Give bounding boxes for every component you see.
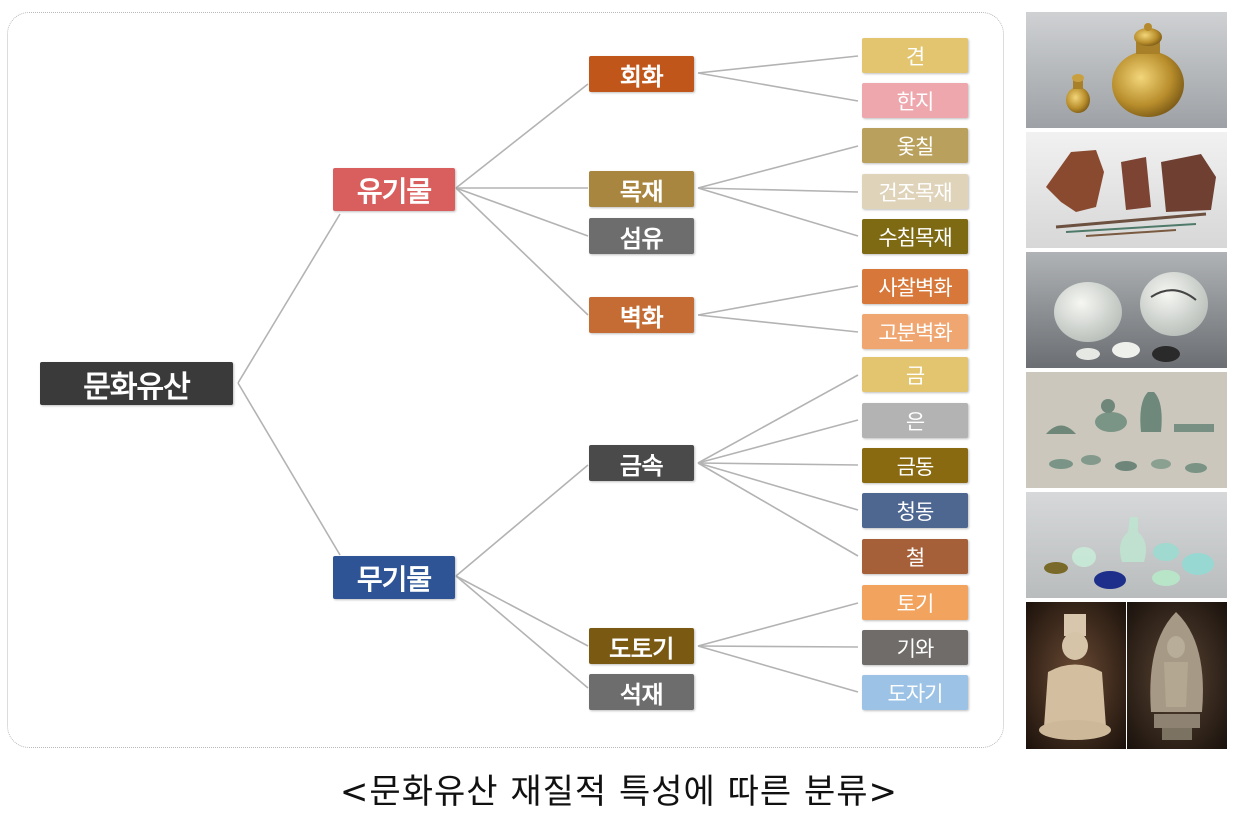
node-dry-wood: 건조목재 bbox=[862, 174, 968, 209]
node-wet-wood: 수침목재 bbox=[862, 219, 968, 254]
link-mural-temple bbox=[697, 285, 859, 316]
node-metal: 금속 bbox=[589, 445, 694, 481]
link-inorganic-ceramics bbox=[455, 575, 589, 647]
connector-lines bbox=[237, 55, 859, 693]
stone-buddha-photo bbox=[1026, 602, 1227, 749]
link-metal-iron bbox=[697, 462, 859, 557]
link-painting-silk bbox=[697, 55, 859, 74]
link-mural-tomb bbox=[697, 314, 859, 333]
celadon-photo bbox=[1026, 372, 1227, 488]
link-inorganic-metal bbox=[455, 464, 589, 577]
node-silk: 견 bbox=[862, 38, 968, 73]
link-organic-painting bbox=[455, 83, 589, 189]
link-metal-silver bbox=[697, 419, 859, 464]
node-organic: 유기물 bbox=[333, 168, 455, 211]
white-porcelain-photo bbox=[1026, 252, 1227, 368]
node-porcelain: 도자기 bbox=[862, 675, 968, 710]
node-mural: 벽화 bbox=[589, 297, 694, 333]
glass-vessels-photo bbox=[1026, 492, 1227, 598]
node-stone: 석재 bbox=[589, 674, 694, 710]
gilt-jars-photo bbox=[1026, 12, 1227, 128]
node-wood: 목재 bbox=[589, 171, 694, 207]
link-wood-drywood bbox=[697, 187, 859, 193]
node-inorganic: 무기물 bbox=[333, 556, 455, 599]
link-organic-mural bbox=[455, 187, 589, 316]
link-inorganic-stone bbox=[455, 575, 589, 689]
link-wood-lacquer bbox=[697, 145, 859, 189]
artifact-photo-strip bbox=[1026, 12, 1227, 749]
node-silver: 은 bbox=[862, 403, 968, 438]
node-roof-tile: 기와 bbox=[862, 630, 968, 665]
node-ceramics: 도토기 bbox=[589, 628, 694, 664]
link-ceramics-earthenware bbox=[697, 602, 859, 647]
node-gold: 금 bbox=[862, 357, 968, 392]
node-cultural-heritage: 문화유산 bbox=[40, 362, 233, 405]
link-organic-fiber bbox=[455, 187, 589, 237]
node-earthenware: 토기 bbox=[862, 585, 968, 620]
link-root-organic bbox=[237, 213, 341, 384]
node-lacquer: 옻칠 bbox=[862, 128, 968, 163]
link-root-inorganic bbox=[237, 382, 341, 556]
node-fiber: 섬유 bbox=[589, 218, 694, 254]
node-temple-mural: 사찰벽화 bbox=[862, 269, 968, 304]
link-ceramics-rooftile bbox=[697, 645, 859, 648]
link-metal-bronze bbox=[697, 462, 859, 511]
horse-figure-photo bbox=[1026, 132, 1227, 248]
node-tomb-mural: 고분벽화 bbox=[862, 314, 968, 349]
figure-caption: <문화유산 재질적 특성에 따른 분류> bbox=[339, 772, 899, 812]
node-gilt-bronze: 금동 bbox=[862, 448, 968, 483]
link-wood-wetwood bbox=[697, 187, 859, 237]
link-metal-giltbronze bbox=[697, 462, 859, 466]
link-painting-hanji bbox=[697, 72, 859, 102]
node-hanji: 한지 bbox=[862, 83, 968, 118]
node-painting: 회화 bbox=[589, 56, 694, 92]
diagram-frame bbox=[7, 12, 1004, 748]
link-metal-gold bbox=[697, 374, 859, 464]
node-iron: 철 bbox=[862, 539, 968, 574]
link-ceramics-porcelain bbox=[697, 645, 859, 693]
node-bronze: 청동 bbox=[862, 493, 968, 528]
